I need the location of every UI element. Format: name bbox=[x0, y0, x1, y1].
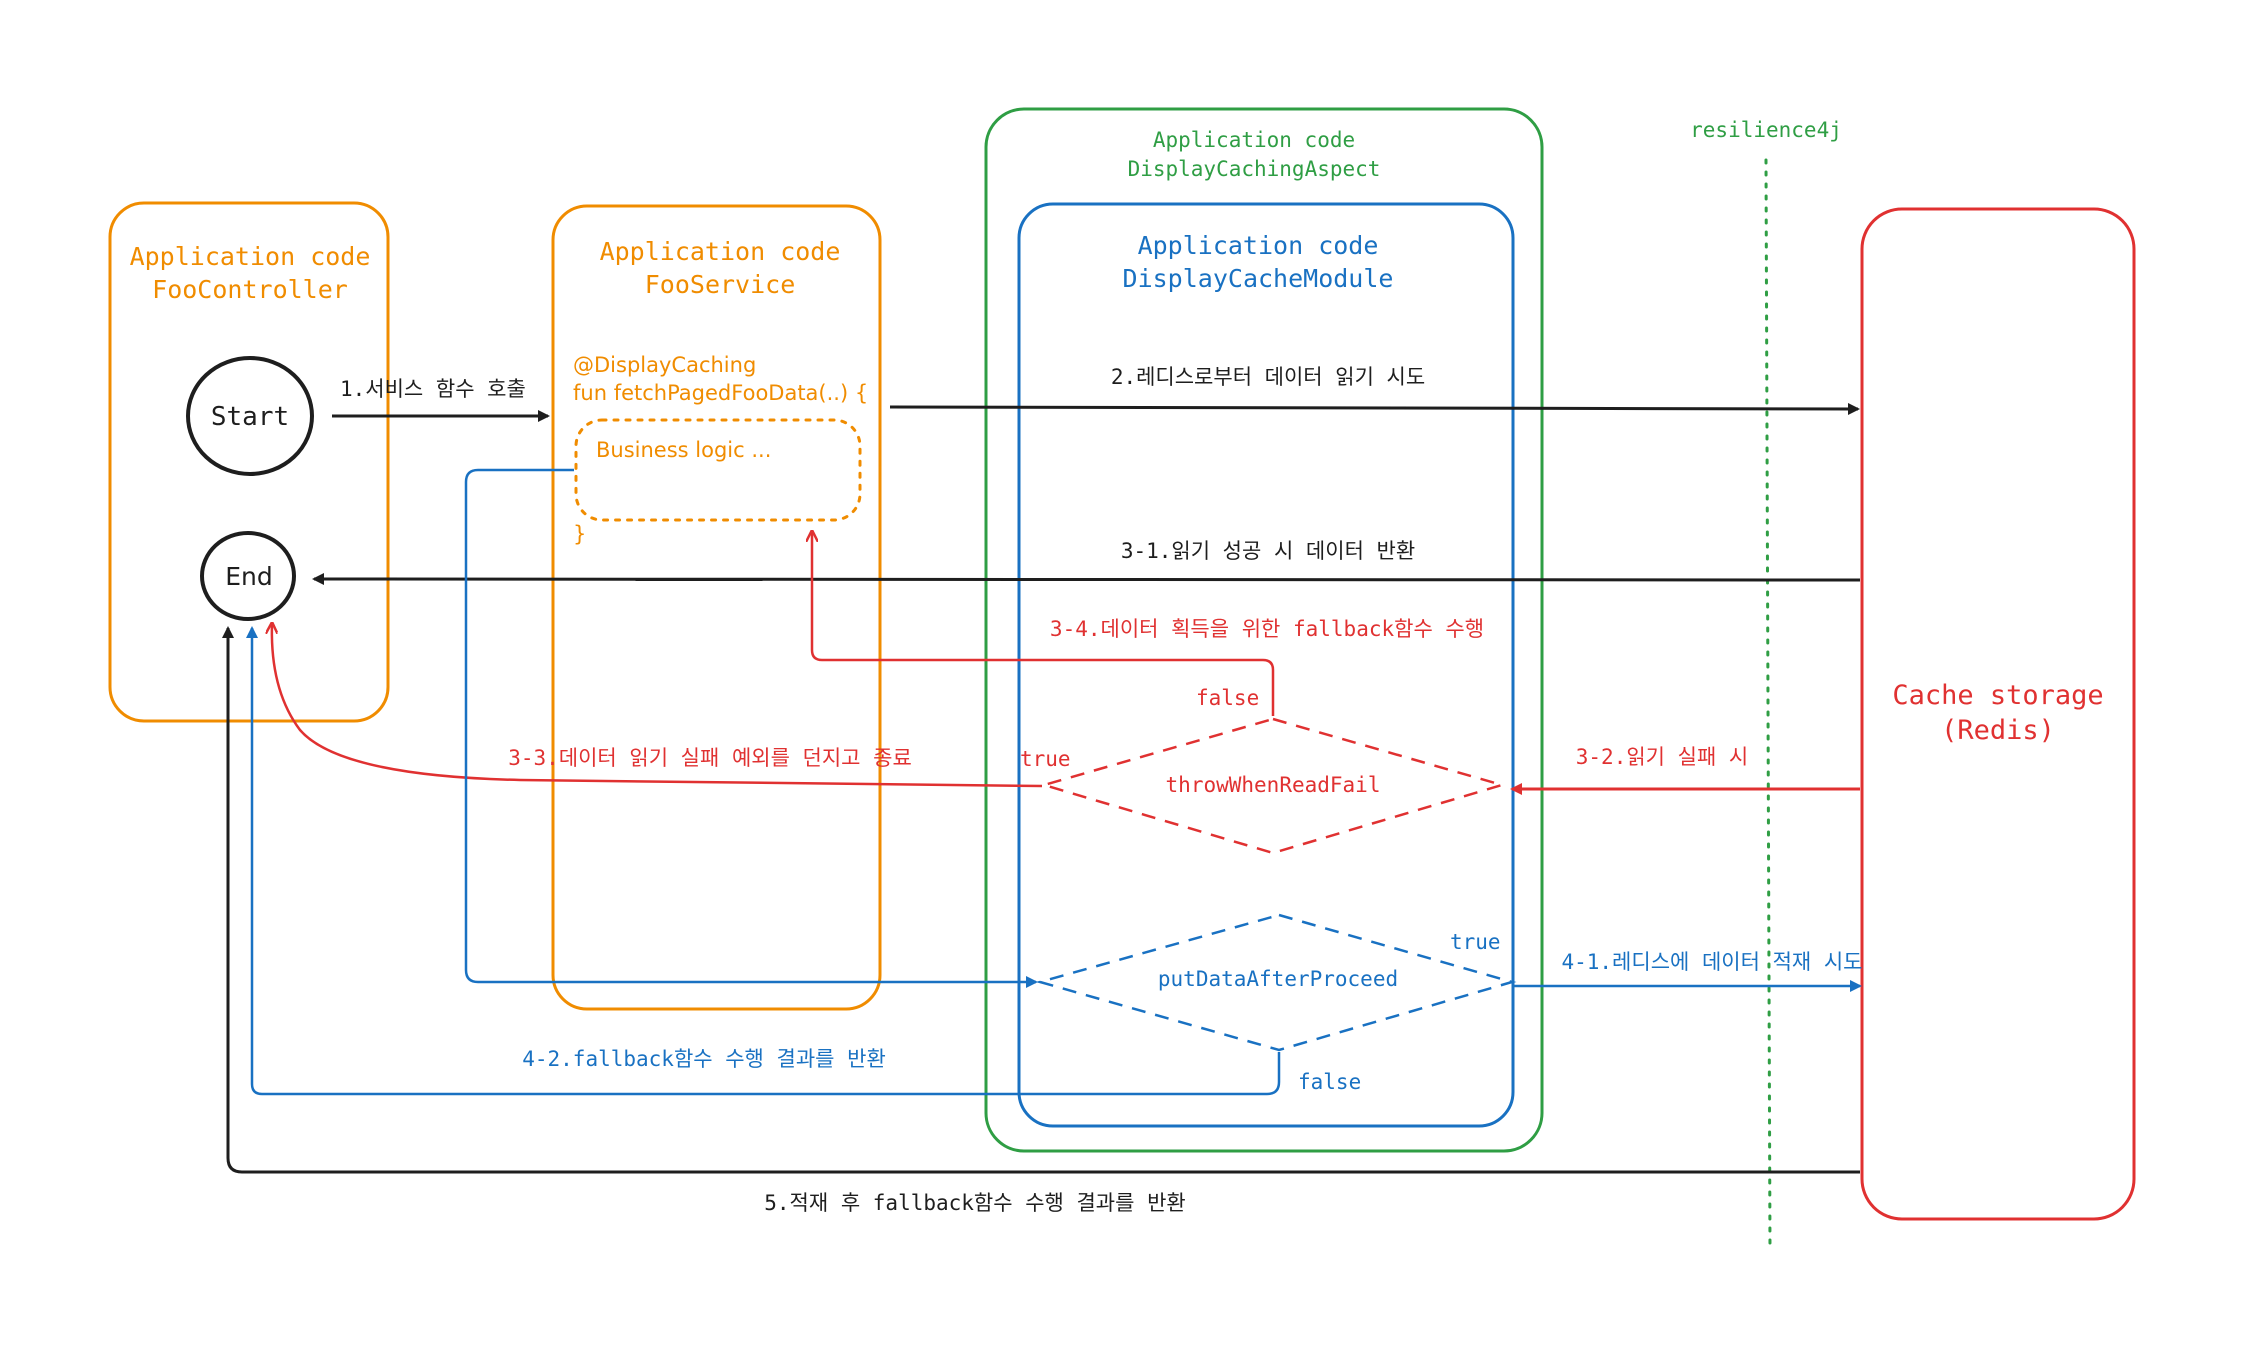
function-signature: fun fetchPagedFooData(..) { bbox=[573, 381, 868, 405]
aspect-title-2: DisplayCachingAspect bbox=[1128, 157, 1381, 181]
foo-controller-box bbox=[108, 201, 390, 723]
foo-service-box bbox=[551, 204, 882, 1011]
step-3-1-label: 3-1.읽기 성공 시 데이터 반환 bbox=[1121, 539, 1415, 563]
arrow-final-result bbox=[222, 626, 1860, 1174]
cache-storage-label-1: Cache storage bbox=[1892, 680, 2103, 711]
start-label: Start bbox=[211, 402, 289, 432]
display-cache-module-box bbox=[1017, 202, 1515, 1128]
arrow-read-success bbox=[312, 573, 1861, 586]
step-5-label: 5.적재 후 fallback함수 수행 결과를 반환 bbox=[764, 1191, 1186, 1215]
foo-service-title-1: Application code bbox=[600, 237, 841, 266]
arrow-throw-exception bbox=[272, 624, 1043, 788]
closing-brace: } bbox=[573, 522, 586, 546]
throw-true-label: true bbox=[1020, 747, 1071, 771]
cache-module-title-1: Application code bbox=[1138, 231, 1379, 260]
annotation-label: @DisplayCaching bbox=[573, 353, 756, 377]
business-logic-box bbox=[574, 418, 862, 522]
throw-when-read-fail-label: throwWhenReadFail bbox=[1166, 773, 1381, 797]
cache-storage-label-2: (Redis) bbox=[1941, 715, 2055, 746]
step-4-2-label: 4-2.fallback함수 수행 결과를 반환 bbox=[522, 1047, 886, 1071]
end-node bbox=[200, 531, 296, 621]
step-3-3-label: 3-3.데이터 읽기 실패 예외를 던지고 종료 bbox=[508, 746, 912, 770]
end-label: End bbox=[225, 562, 273, 591]
foo-controller-title-2: FooController bbox=[152, 275, 348, 304]
arrow-business-to-decision bbox=[464, 468, 1038, 988]
step-3-4-label: 3-4.데이터 획득을 위한 fallback함수 수행 bbox=[1050, 617, 1484, 641]
cache-module-title-2: DisplayCacheModule bbox=[1123, 264, 1394, 293]
resilience4j-label: resilience4j bbox=[1690, 118, 1842, 142]
step-4-1-label: 4-1.레디스에 데이터 적재 시도 bbox=[1561, 950, 1862, 974]
arrow-fallback-result bbox=[246, 626, 1281, 1096]
put-data-after-proceed-label: putDataAfterProceed bbox=[1158, 967, 1398, 991]
business-logic-label: Business logic ... bbox=[596, 438, 771, 462]
put-data-after-proceed-diamond bbox=[1035, 913, 1517, 1052]
throw-when-read-fail-diamond bbox=[1039, 717, 1507, 855]
step-2-label: 2.레디스로부터 데이터 읽기 시도 bbox=[1111, 365, 1425, 389]
start-node bbox=[186, 356, 314, 476]
step-3-2-label: 3-2.읽기 실패 시 bbox=[1576, 745, 1748, 769]
foo-service-title-2: FooService bbox=[645, 270, 796, 299]
aspect-title-1: Application code bbox=[1153, 128, 1355, 152]
put-true-label: true bbox=[1450, 930, 1501, 954]
arrow-fallback-call bbox=[812, 532, 1275, 716]
display-caching-aspect-box bbox=[984, 107, 1544, 1153]
arrow-redis-read bbox=[889, 402, 1860, 415]
step-1-label: 1.서비스 함수 호출 bbox=[340, 377, 526, 401]
put-false-label: false bbox=[1298, 1070, 1361, 1094]
cache-storage-box bbox=[1860, 207, 2136, 1221]
foo-controller-title-1: Application code bbox=[130, 242, 371, 271]
resilience4j-divider bbox=[1764, 158, 1772, 1252]
throw-false-label: false bbox=[1196, 686, 1259, 710]
